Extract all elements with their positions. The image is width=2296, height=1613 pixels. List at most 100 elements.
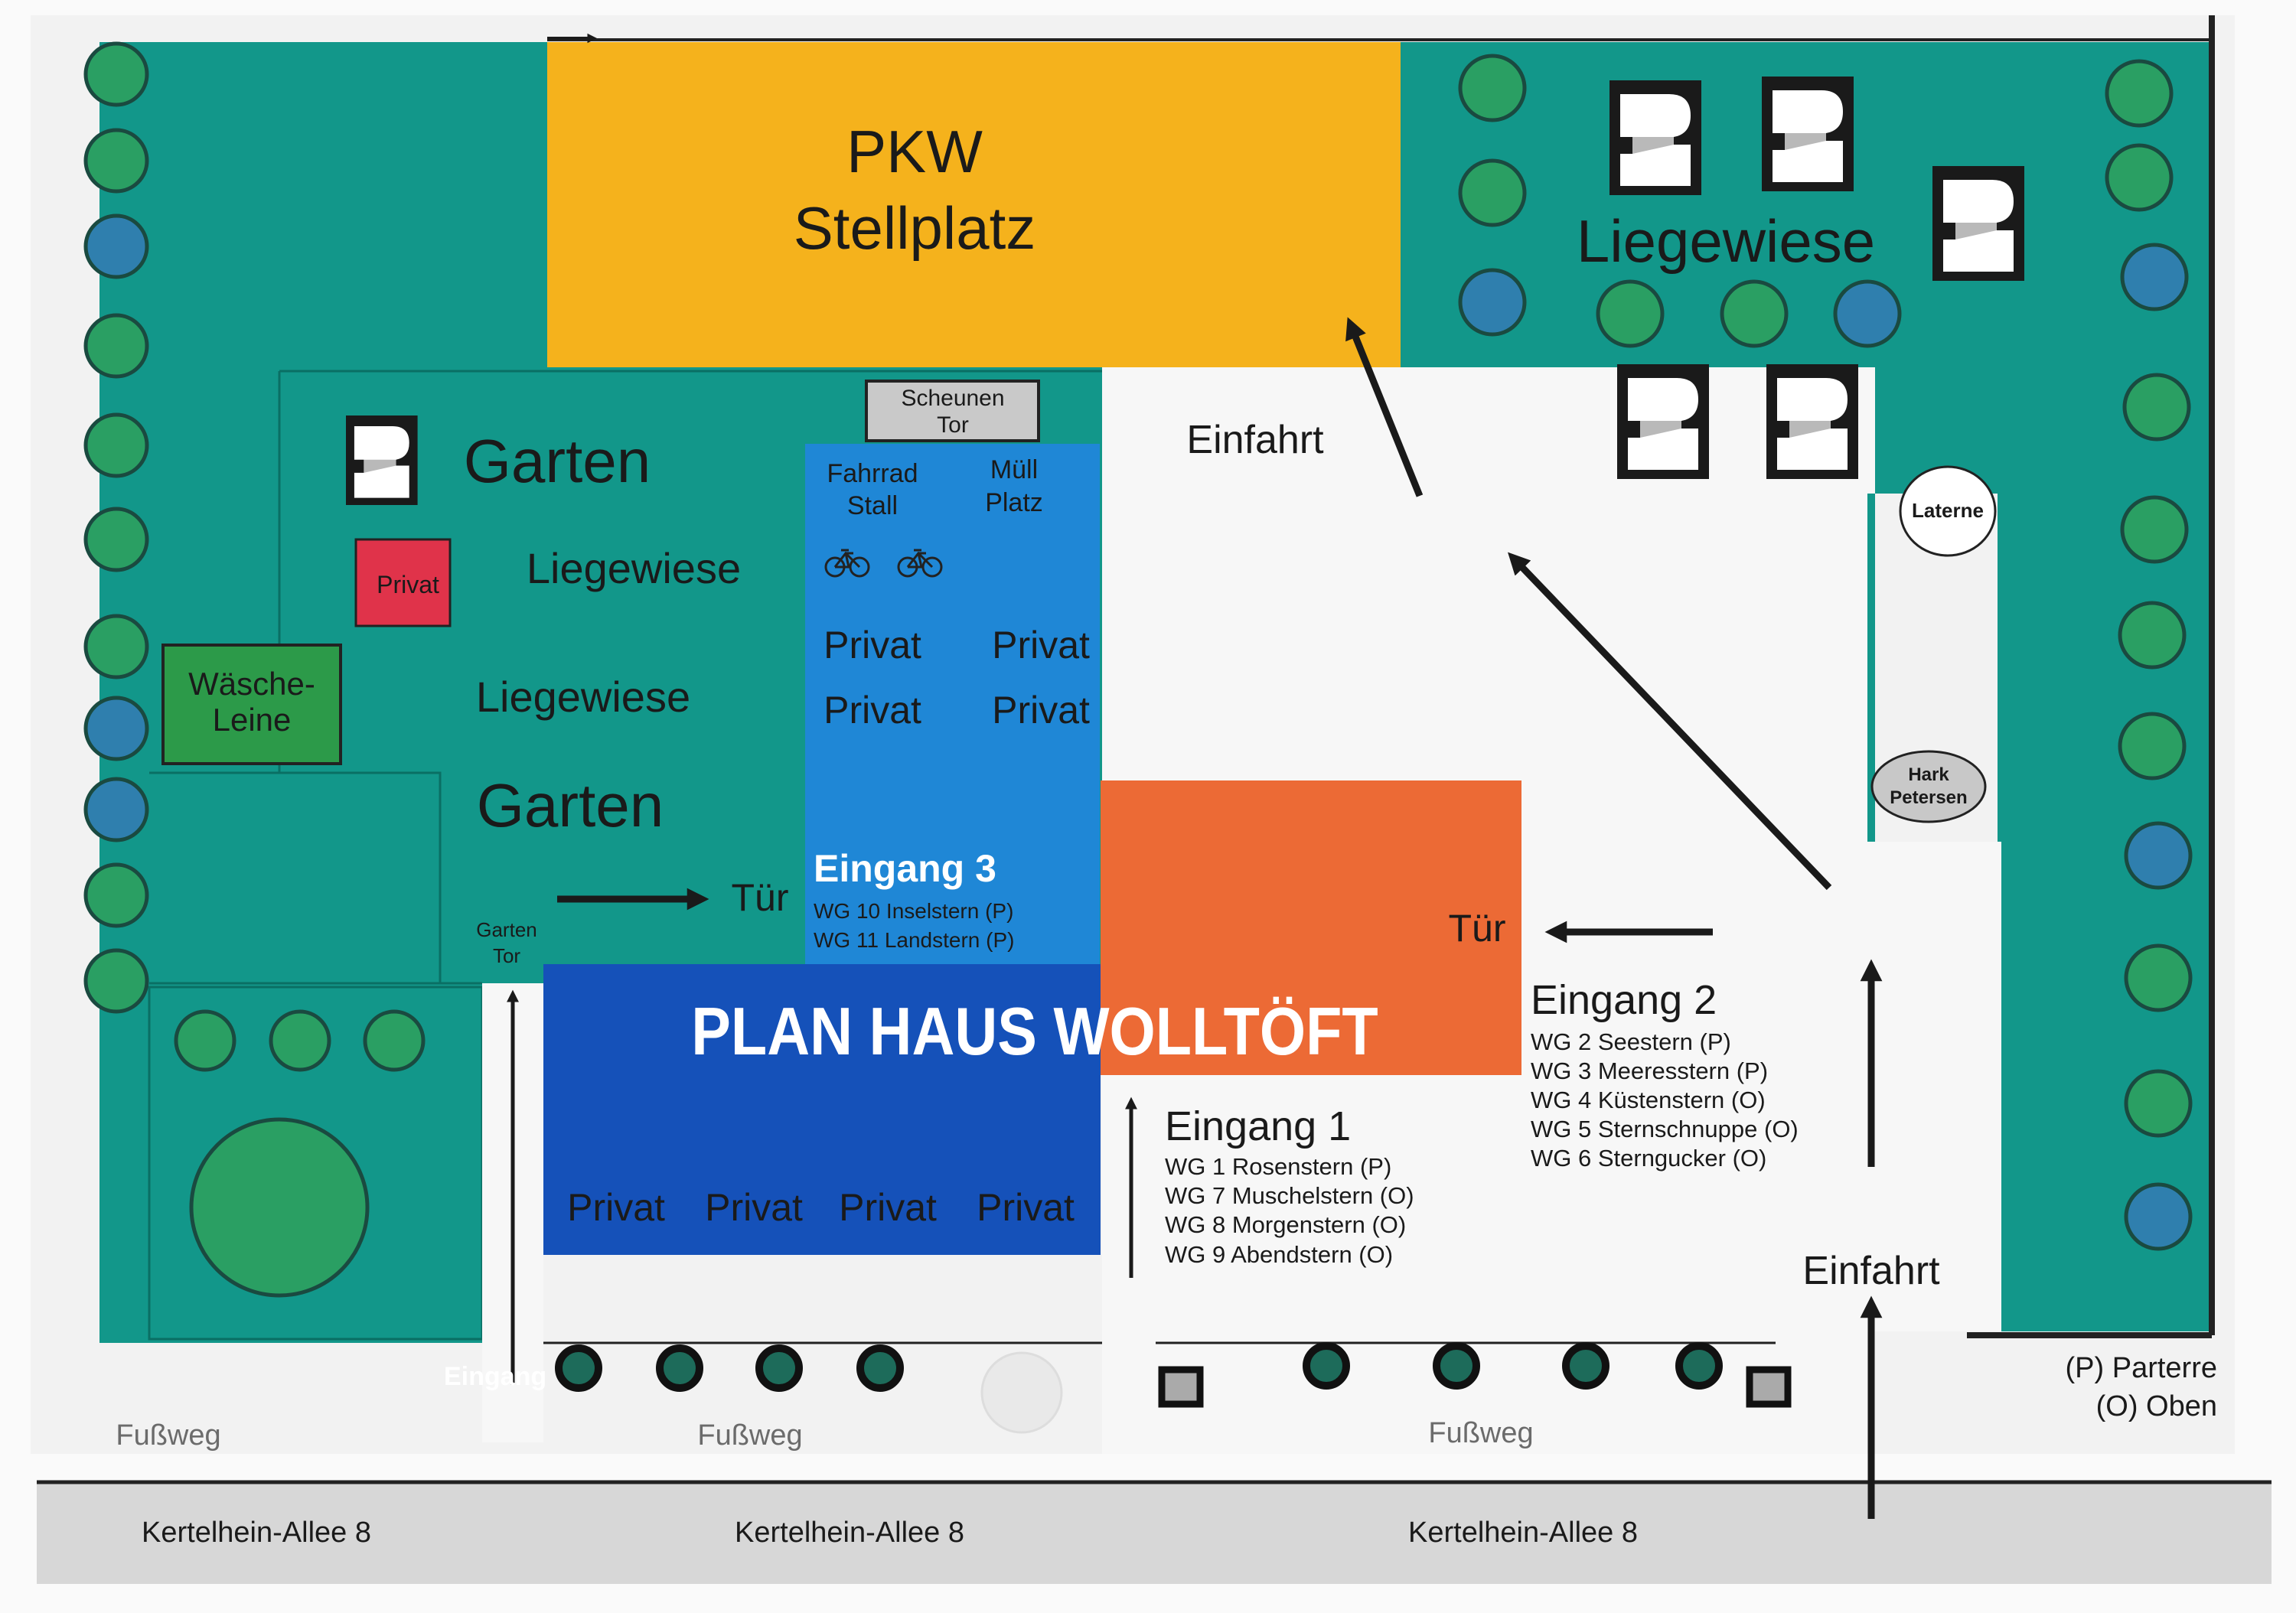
barn-gate: [865, 380, 1040, 442]
barn-gate-line1: Scheunen: [901, 386, 1004, 411]
main-building: [543, 964, 1101, 1255]
privat-label: Privat: [839, 1186, 937, 1229]
tree-icon: [2105, 59, 2174, 128]
tree-icon: [2105, 143, 2174, 212]
private-plot-label: Privat: [377, 571, 439, 598]
waste-area-line1: Müll: [990, 455, 1038, 484]
privat-label: Privat: [823, 624, 921, 666]
tree-icon: [2124, 821, 2193, 890]
garden-gate-line1: Garten: [476, 918, 537, 941]
waste-area-line2: Platz: [985, 488, 1043, 517]
entrance-1-unit: WG 8 Morgenstern (O): [1165, 1211, 1406, 1238]
tree-icon: [1720, 279, 1789, 348]
hark-line1: Hark: [1908, 764, 1949, 785]
privat-label: Privat: [992, 624, 1090, 666]
beach-chair-icon: [346, 415, 418, 505]
beach-chair-icon: [1932, 166, 2024, 281]
entrance-3-unit: WG 10 Inselstern (P): [814, 899, 1013, 923]
beach-chair-icon: [1766, 364, 1858, 479]
privat-label: Privat: [705, 1186, 803, 1229]
tree-icon: [2124, 1182, 2193, 1251]
tree-icon: [2120, 243, 2189, 311]
hark-line2: Petersen: [1890, 787, 1967, 808]
tree-icon: [656, 1344, 703, 1392]
laundry-line-label-1: Wäsche-: [188, 666, 315, 702]
door-label: Tür: [1449, 907, 1506, 950]
plan-title: PLAN HAUS WOLLTÖFT: [691, 993, 1378, 1069]
sunbathing-lawn-2: Liegewiese: [476, 673, 690, 721]
bollard: [1158, 1366, 1204, 1408]
tree-icon: [83, 862, 149, 928]
sunbathing-lawn-1: Liegewiese: [527, 544, 741, 592]
tree-icon: [1562, 1342, 1609, 1390]
tree-icon: [856, 1344, 904, 1392]
footpath-label: Fußweg: [1428, 1417, 1533, 1449]
tree-icon: [2120, 495, 2189, 564]
laundry-line-label-2: Leine: [213, 702, 292, 738]
tree-icon: [1458, 158, 1527, 227]
bike-shed-line1: Fahrrad: [827, 459, 918, 488]
tree-icon: [1833, 279, 1902, 348]
tree-icon: [1675, 1342, 1723, 1390]
arrow-icon: [506, 317, 1883, 1519]
privat-label: Privat: [567, 1186, 665, 1229]
entrance-small-label: Eingang: [444, 1362, 546, 1391]
street: [37, 1481, 2272, 1584]
tree-icon: [83, 412, 149, 478]
tree-icon: [2124, 1069, 2193, 1138]
tree-icon: [555, 1344, 602, 1392]
barn-gate-line2: Tor: [937, 412, 969, 438]
tree-icon: [189, 1117, 370, 1298]
lamp-label: Laterne: [1912, 499, 1984, 522]
tree-icon: [755, 1344, 803, 1392]
tree-icon: [83, 128, 149, 194]
laundry-line-area: [161, 644, 342, 765]
privat-label: Privat: [823, 689, 921, 732]
lamp-post-icon: [1899, 465, 1997, 557]
tree-icon: [83, 696, 149, 761]
building-entrance-2: [1101, 780, 1521, 1075]
tree-icon: [269, 1009, 331, 1072]
entrance-2-unit: WG 5 Sternschnuppe (O): [1531, 1116, 1799, 1142]
entrance-2-unit: WG 4 Küstenstern (O): [1531, 1087, 1766, 1113]
tree-icon: [83, 777, 149, 842]
garden-label-mid: Garten: [477, 771, 664, 839]
legend-parterre: (P) Parterre: [2066, 1352, 2217, 1384]
lamp-post-icon: [980, 1351, 1063, 1434]
entrance-1-title: Eingang 1: [1165, 1103, 1351, 1149]
privat-label: Privat: [977, 1186, 1075, 1229]
tree-icon: [1303, 1342, 1350, 1390]
footpath-label: Fußweg: [116, 1419, 220, 1452]
beach-chair-icon: [1609, 80, 1701, 195]
building-entrance-3: [805, 444, 1100, 964]
tree-icon: [2124, 943, 2193, 1012]
entrance-1-unit: WG 9 Abendstern (O): [1165, 1241, 1393, 1268]
entrance-3-unit: WG 11 Landstern (P): [814, 928, 1014, 952]
garden-label-top: Garten: [464, 427, 651, 495]
private-plot: [354, 538, 452, 627]
garden-gate-line2: Tor: [493, 944, 520, 967]
parking-title-line2: Stellplatz: [794, 194, 1036, 262]
driveway-label-bottom: Einfahrt: [1802, 1249, 1940, 1293]
tree-icon: [2122, 373, 2191, 442]
privat-label: Privat: [992, 689, 1090, 732]
tree-icon: [2118, 601, 2187, 670]
street-label: Kertelhein-Allee 8: [142, 1517, 371, 1549]
tree-icon: [83, 313, 149, 379]
parking-area: [547, 42, 1401, 367]
tree-icon: [2118, 712, 2187, 780]
tree-icon: [83, 507, 149, 572]
tree-icon: [83, 614, 149, 679]
street-label: Kertelhein-Allee 8: [735, 1517, 964, 1549]
entrance-3-title: Eingang 3: [814, 847, 996, 890]
legend-oben: (O) Oben: [2096, 1390, 2217, 1422]
sunbathing-lawn-east: Liegewiese: [1577, 207, 1875, 275]
tree-icon: [1458, 268, 1527, 337]
tree-icon: [83, 213, 149, 279]
tree-icon: [1458, 54, 1527, 122]
entrance-2-unit: WG 6 Sterngucker (O): [1531, 1145, 1766, 1171]
tree-icon: [174, 1009, 236, 1072]
entrance-2-title: Eingang 2: [1531, 977, 1717, 1023]
beach-chair-icon: [1762, 77, 1854, 191]
